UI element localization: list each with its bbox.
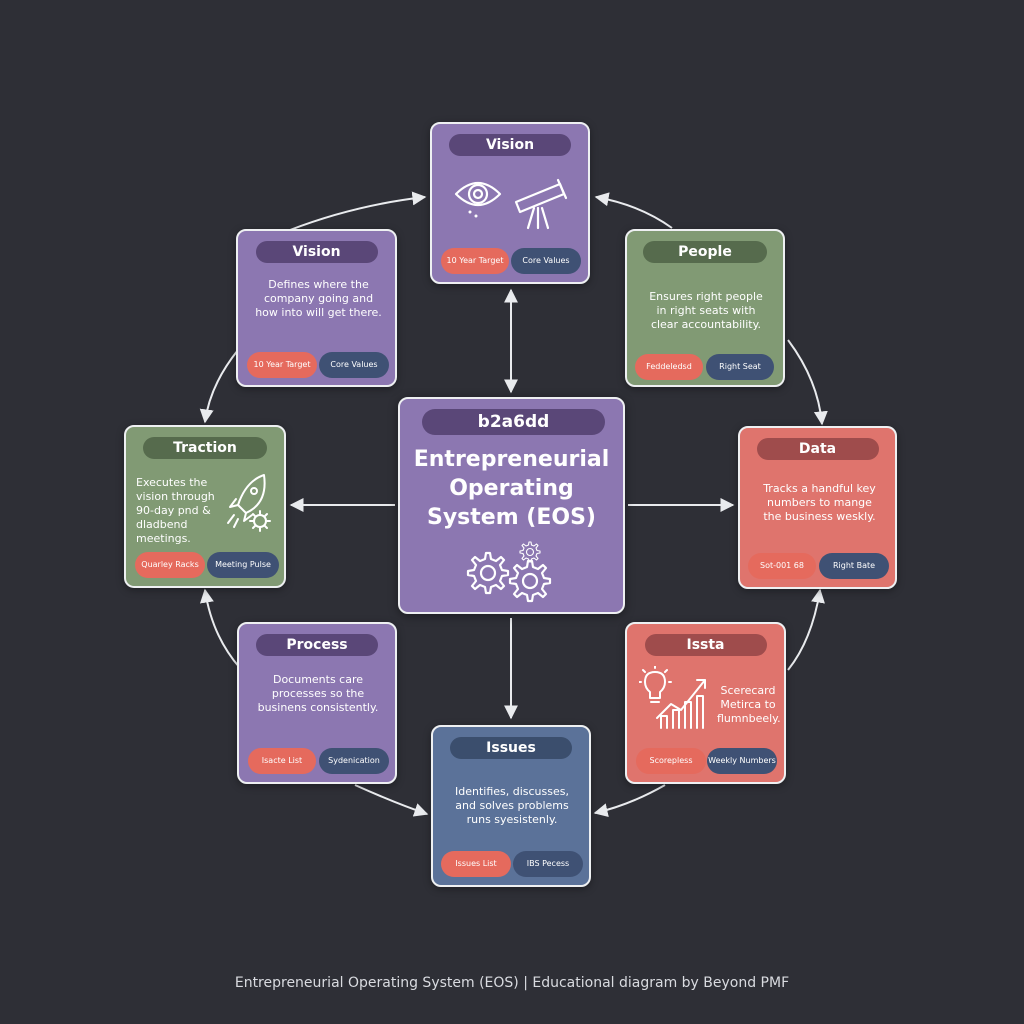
node-description: Documents care processes so the businens…	[257, 673, 379, 714]
arrow-vision-left-to-traction	[199, 349, 239, 424]
rocket-gear-icon	[227, 474, 271, 532]
pill-10-year-target: 10 Year Target	[441, 248, 509, 274]
node-title: Vision	[449, 134, 571, 156]
node-title: Traction	[143, 437, 267, 459]
arrow-issta-to-issues	[593, 784, 666, 818]
node-description: Executes the vision through 90-day pnd &…	[136, 476, 215, 545]
node-title: People	[643, 241, 767, 263]
pill-sydenication: Sydenication	[319, 748, 389, 774]
pill-right-seat: Right Seat	[706, 354, 774, 380]
gears-icon	[466, 541, 552, 603]
node-traction: Traction Executes the vision through 90-…	[124, 425, 286, 588]
pill-right-bate: Right Bate	[819, 553, 889, 579]
node-title: Process	[256, 634, 378, 656]
arrow-people-to-top	[594, 192, 673, 229]
lightbulb-chart-icon	[639, 666, 706, 729]
pill-core-values: Core Values	[511, 248, 581, 274]
node-title: Vision	[255, 241, 378, 263]
node-issues: Issues Identifies, discusses, and solves…	[431, 725, 591, 887]
node-process: Process Documents care processes so the …	[237, 622, 397, 784]
node-vision-left: Vision Defines where the company going a…	[236, 229, 397, 387]
node-data: Data Tracks a handful key numbers to man…	[738, 426, 897, 589]
pill-core-values: Core Values	[319, 352, 389, 378]
pill-issues-list: Issues List	[441, 851, 511, 877]
footer-caption: Entrepreneurial Operating System (EOS) |…	[234, 975, 790, 991]
node-description: Ensures right people in right seats with…	[649, 290, 763, 331]
node-description: Defines where the company going and how …	[255, 278, 382, 319]
pill-issues-list: Isacte List	[248, 748, 316, 774]
arrow-people-to-data	[787, 339, 828, 426]
center-title: Entrepreneurial Operating System (EOS)	[413, 447, 610, 530]
pill-ibs-process: IBS Pecess	[513, 851, 583, 877]
pill-meeting-pulse: Meeting Pulse	[207, 552, 279, 578]
node-center-eos: b2a6dd Entrepreneurial Operating System …	[398, 397, 625, 614]
arrow-process-to-traction	[199, 588, 241, 669]
pill-10-year-target: 10 Year Target	[247, 352, 317, 378]
pill-weekly-numbers: Weekly Numbers	[707, 748, 777, 774]
arrow-process-to-issues	[354, 784, 429, 817]
arrow-vision-left-to-top	[289, 191, 427, 231]
arrow-issta-to-data	[787, 588, 825, 671]
node-description: Scerecard Metirca to flumnbeely.	[717, 684, 781, 725]
node-people: People Ensures right people in right sea…	[625, 229, 785, 387]
node-vision-top: Vision 10 Year Target Core Values	[430, 122, 590, 284]
pill-scorepless: Scorepless	[636, 748, 706, 774]
node-issta: Issta Scerecard Metirca to flumnbeely. S…	[625, 622, 786, 784]
node-title: Issues	[450, 737, 572, 759]
pill-quarterly-rocks: Quarley Racks	[135, 552, 205, 578]
node-description: Tracks a handful key numbers to mange th…	[763, 482, 876, 523]
node-title: Issta	[644, 634, 767, 656]
center-code: b2a6dd	[422, 409, 605, 435]
node-description: Identifies, discusses, and solves proble…	[454, 785, 569, 826]
pill-feddeledsd: Feddeledsd	[635, 354, 703, 380]
node-title: Data	[756, 438, 879, 460]
pill-sot-001-68: Sot-001 68	[748, 553, 816, 579]
eye-telescope-icon	[454, 178, 568, 230]
